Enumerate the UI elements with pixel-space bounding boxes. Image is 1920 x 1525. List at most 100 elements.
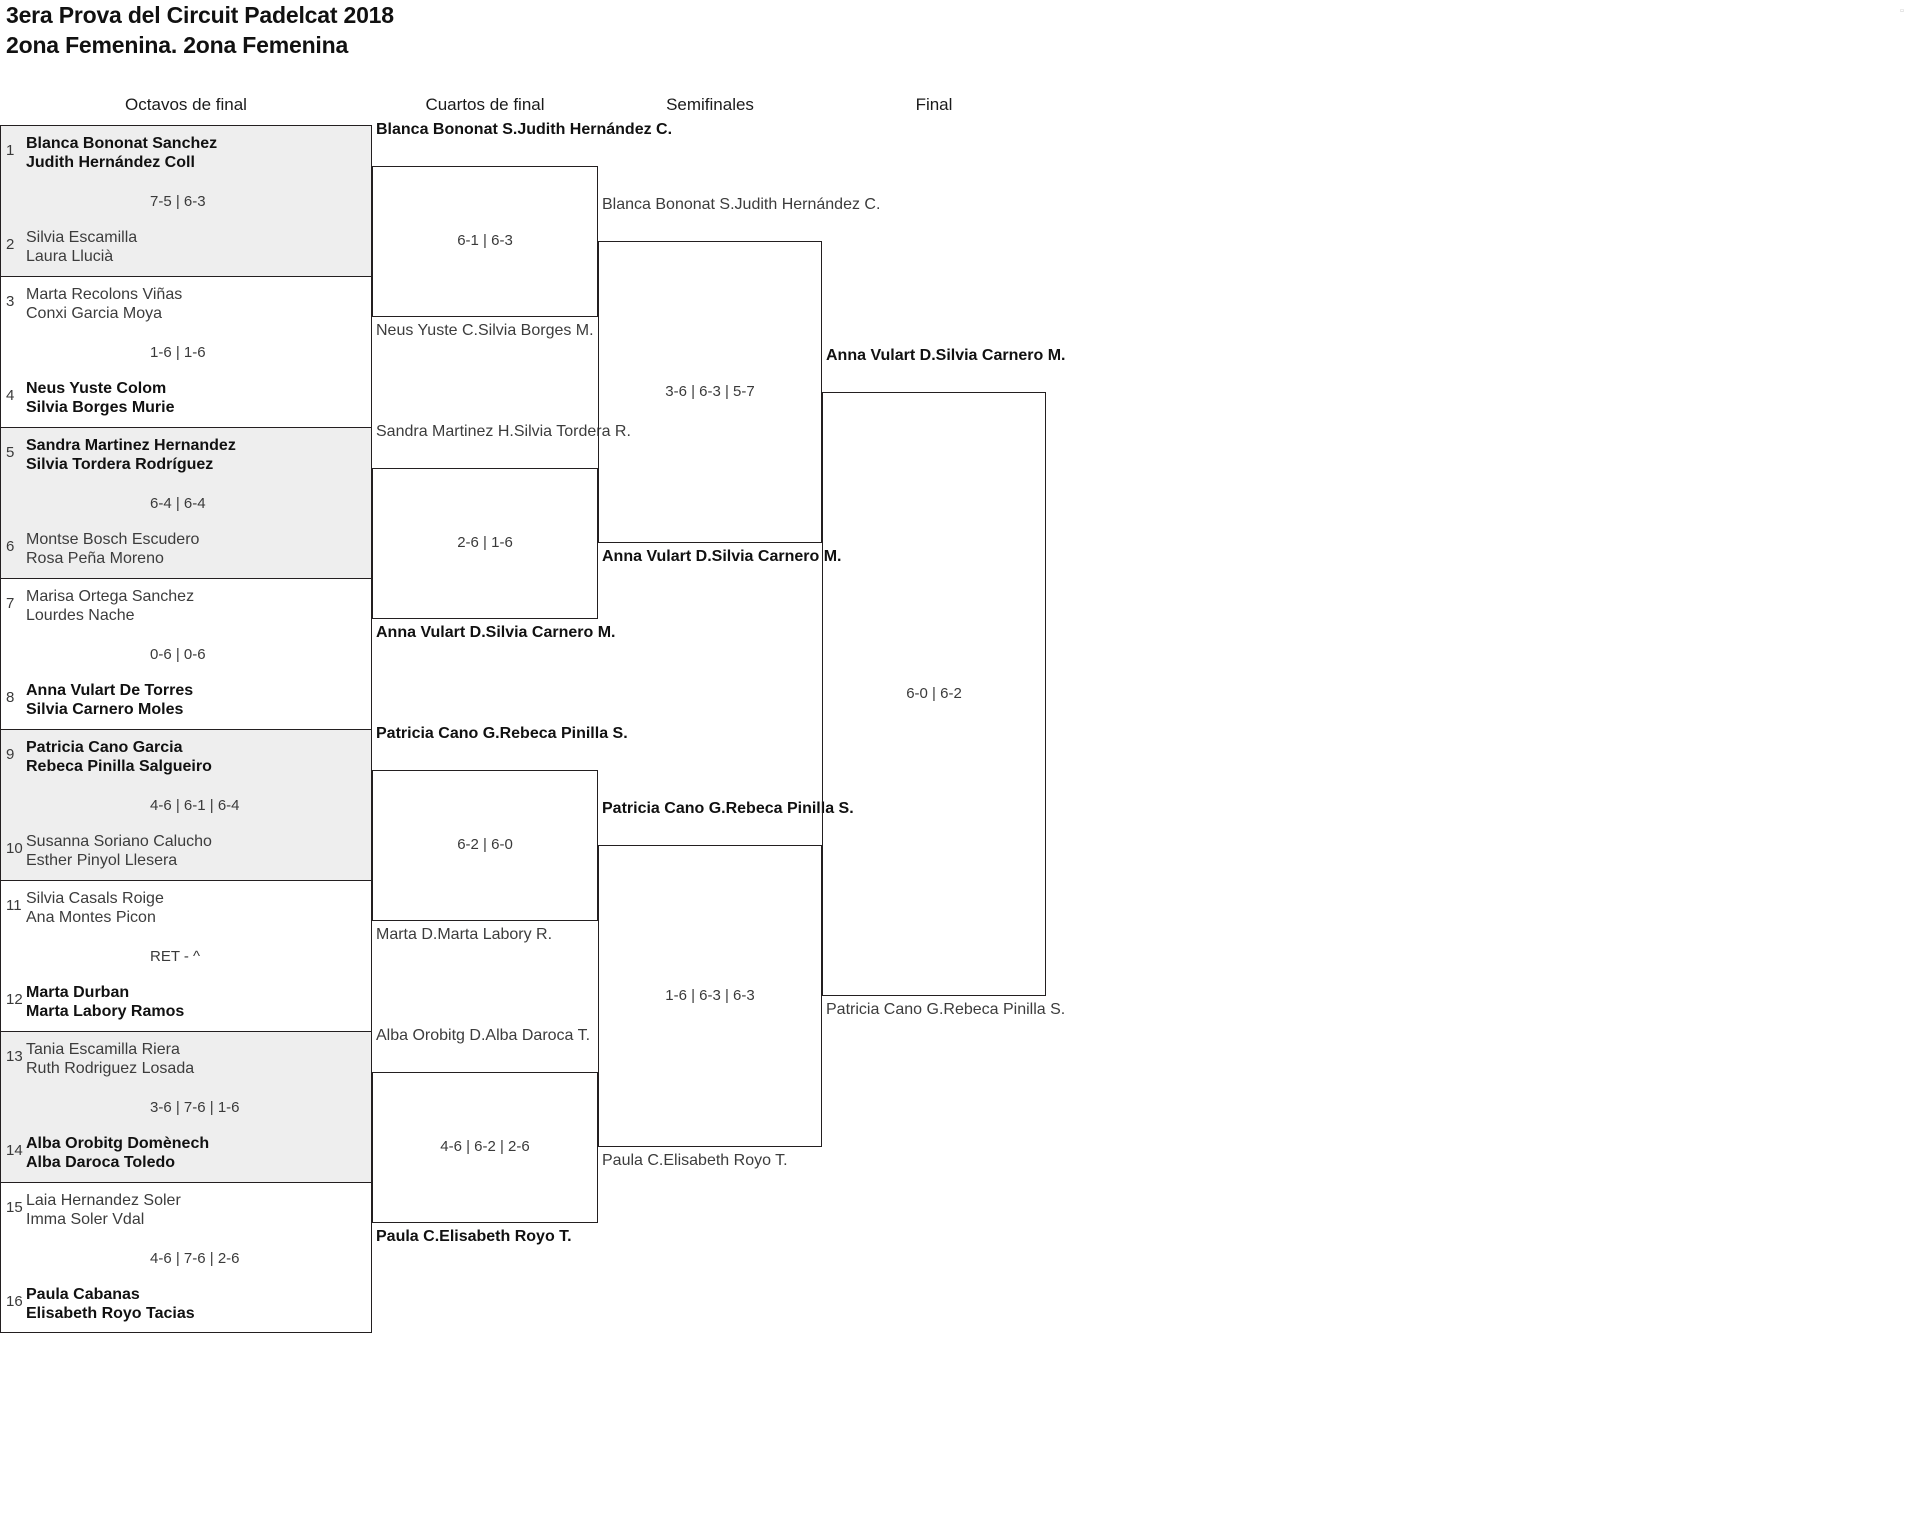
player-name-1: Paula C. <box>376 1227 440 1245</box>
connector-qf-3[interactable] <box>372 769 598 921</box>
player-name-1: Montse Bosch Escudero <box>26 531 200 548</box>
player-name-1: Patricia Cano G. <box>602 800 726 817</box>
match-box-r16-5[interactable] <box>0 729 372 880</box>
round-header-final: Final <box>915 95 953 114</box>
title-line-2: 2ona Femenina. 2ona Femenina <box>6 32 349 58</box>
player-name-2: Silvia Carnero Moles <box>26 701 184 718</box>
seed-number: 10 <box>6 840 23 857</box>
player-name-1: Susanna Soriano Calucho <box>26 833 212 850</box>
match-box-r16-6[interactable] <box>0 880 372 1031</box>
player-name-1: Marta Durban <box>26 984 130 1001</box>
player-name-2: Elisabeth Royo Tacias <box>26 1305 195 1322</box>
match-box-r16-7[interactable] <box>0 1031 372 1182</box>
match-score-r16-3: 6-4 | 6-4 <box>150 495 206 512</box>
player-name-2: Lourdes Nache <box>26 607 135 624</box>
player-name-2: Judith Hernández C. <box>734 196 881 213</box>
match-score-r16-7: 3-6 | 7-6 | 1-6 <box>150 1099 240 1116</box>
player-name-2: Silvia Tordera R. <box>513 422 631 440</box>
team-top-qf-4: Alba Orobitg D.Alba Daroca T. <box>376 1026 590 1045</box>
connector-qf-1[interactable] <box>372 165 598 317</box>
player-name-1: Anna Vulart D. <box>376 623 486 641</box>
player-name-2: Silvia Borges M. <box>477 321 594 339</box>
seed-number: 3 <box>6 293 15 310</box>
seed-number: 7 <box>6 595 15 612</box>
player-name-2: Elisabeth Royo T. <box>663 1152 788 1169</box>
seed-number: 14 <box>6 1142 23 1159</box>
match-score-r16-2: 1-6 | 1-6 <box>150 344 206 361</box>
seed-number: 15 <box>6 1199 23 1216</box>
match-score-r16-6: RET - ^ <box>150 948 201 965</box>
team-bottom-qf-1: Neus Yuste C.Silvia Borges M. <box>376 321 594 340</box>
match-score-sf-1: 3-6 | 6-3 | 5-7 <box>665 383 755 400</box>
player-name-2: Imma Soler Vdal <box>26 1211 145 1228</box>
team-bottom-qf-2: Anna Vulart D.Silvia Carnero M. <box>376 623 615 642</box>
team-top-qf-3: Patricia Cano G.Rebeca Pinilla S. <box>376 724 628 743</box>
title-line-1: 3era Prova del Circuit Padelcat 2018 <box>6 2 394 28</box>
player-name-2: Ana Montes Picon <box>26 909 156 926</box>
player-name-1: Neus Yuste Colom <box>26 380 167 397</box>
seed-number: 16 <box>6 1293 23 1310</box>
player-name-2: Elisabeth Royo T. <box>439 1227 572 1245</box>
connector-qf-4[interactable] <box>372 1071 598 1223</box>
team-top-final-1: Anna Vulart D.Silvia Carnero M. <box>826 346 1065 365</box>
seed-number: 4 <box>6 387 15 404</box>
round-header-cuartos: Cuartos de final <box>425 95 545 114</box>
player-name-1: Marta D. <box>376 925 438 943</box>
player-name-2: Rebeca Pinilla S. <box>943 1001 1066 1018</box>
seed-number: 11 <box>6 897 22 914</box>
player-name-1: Blanca Bononat S. <box>376 120 518 138</box>
player-name-1: Anna Vulart D. <box>602 548 712 565</box>
team-top-qf-1: Blanca Bononat S.Judith Hernández C. <box>376 120 672 139</box>
player-name-1: Anna Vulart D. <box>826 347 936 364</box>
round-header-octavos: Octavos de final <box>125 95 247 114</box>
player-name-1: Laia Hernandez Soler <box>26 1192 181 1209</box>
player-name-1: Silvia Casals Roige <box>26 890 164 907</box>
seed-number: 1 <box>6 142 15 159</box>
player-name-2: Marta Labory Ramos <box>26 1003 185 1020</box>
connector-sf-2[interactable] <box>598 845 822 1147</box>
player-name-1: Silvia Escamilla <box>26 229 138 246</box>
player-name-1: Paula C. <box>602 1152 664 1169</box>
match-score-qf-3: 6-2 | 6-0 <box>457 836 513 853</box>
player-name-1: Marta Recolons Viñas <box>26 286 183 303</box>
player-name-2: Silvia Tordera Rodríguez <box>26 456 214 473</box>
connector-qf-2[interactable] <box>372 467 598 619</box>
player-name-2: Alba Daroca T. <box>485 1026 591 1044</box>
player-name-2: Esther Pinyol Llesera <box>26 852 178 869</box>
player-name-1: Alba Orobitg Domènech <box>26 1135 210 1152</box>
match-box-r16-4[interactable] <box>0 578 372 729</box>
match-box-r16-1[interactable] <box>0 125 372 276</box>
seed-number: 5 <box>6 444 15 461</box>
match-box-r16-3[interactable] <box>0 427 372 578</box>
player-name-2: Rosa Peña Moreno <box>26 550 164 567</box>
match-score-r16-1: 7-5 | 6-3 <box>150 193 206 210</box>
match-box-r16-8[interactable] <box>0 1182 372 1333</box>
team-top-sf-1: Blanca Bononat S.Judith Hernández C. <box>602 195 880 214</box>
seed-number: 6 <box>6 538 15 555</box>
match-score-qf-4: 4-6 | 6-2 | 2-6 <box>440 1138 530 1155</box>
team-bottom-final-1: Patricia Cano G.Rebeca Pinilla S. <box>826 1000 1065 1019</box>
player-name-2: Laura Llucià <box>26 248 114 265</box>
match-box-r16-2[interactable] <box>0 276 372 427</box>
player-name-2: Rebeca Pinilla S. <box>499 724 628 742</box>
seed-number: 9 <box>6 746 15 763</box>
seed-number: 2 <box>6 236 15 253</box>
connector-final-1[interactable] <box>822 392 1046 996</box>
team-bottom-qf-3: Marta D.Marta Labory R. <box>376 925 552 944</box>
player-name-2: Rebeca Pinilla S. <box>725 800 854 817</box>
player-name-1: Patricia Cano G. <box>376 724 500 742</box>
player-name-2: Alba Daroca Toledo <box>26 1154 176 1171</box>
player-name-2: Judith Hernández Coll <box>26 154 195 171</box>
connector-sf-1[interactable] <box>598 241 822 543</box>
player-name-1: Sandra Martinez H. <box>376 422 514 440</box>
match-score-sf-2: 1-6 | 6-3 | 6-3 <box>665 987 755 1004</box>
